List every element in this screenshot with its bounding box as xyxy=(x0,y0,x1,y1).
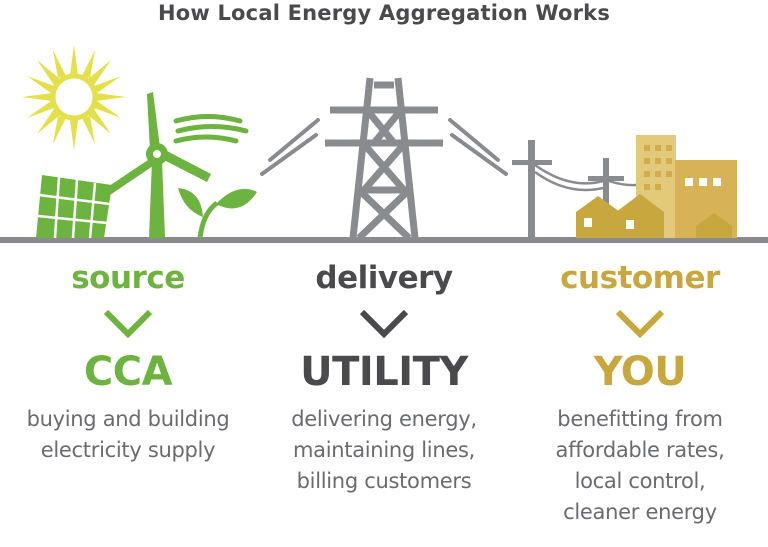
energy-illustration xyxy=(0,45,768,243)
description-line: delivering energy, xyxy=(291,407,477,431)
role-description: buying and building electricity supply xyxy=(0,404,256,466)
wind-icon xyxy=(173,114,249,144)
description-line: cleaner energy xyxy=(563,500,717,524)
column-customer: customer YOU benefitting from affordable… xyxy=(512,258,768,528)
column-delivery: delivery UTILITY delivering energy, main… xyxy=(256,258,512,497)
description-line: electricity supply xyxy=(40,438,216,462)
chevron-down-icon xyxy=(359,309,409,338)
stage-label: customer xyxy=(560,260,720,296)
role-description: benefitting from affordable rates, local… xyxy=(512,404,768,528)
page-title: How Local Energy Aggregation Works xyxy=(157,1,611,25)
description-line: maintaining lines, xyxy=(293,438,475,462)
chevron-down-icon xyxy=(103,309,153,338)
wind-turbine-icon xyxy=(106,92,211,238)
description-line: local control, xyxy=(574,469,706,493)
sprout-icon xyxy=(178,188,257,239)
power-lines-icon xyxy=(260,118,508,176)
role-title: YOU xyxy=(593,349,687,395)
description-line: billing customers xyxy=(296,469,472,493)
utility-pole-icon xyxy=(512,140,624,238)
column-source: source CCA buying and building electrici… xyxy=(0,258,256,466)
chevron-down-icon xyxy=(615,309,665,338)
role-title: UTILITY xyxy=(300,349,468,395)
description-line: affordable rates, xyxy=(555,438,725,462)
solar-panel-icon xyxy=(36,175,112,239)
role-title: CCA xyxy=(83,349,173,395)
sun-icon xyxy=(22,45,126,150)
stage-label: source xyxy=(71,260,185,296)
description-line: benefitting from xyxy=(557,407,723,431)
ground-line xyxy=(0,237,768,243)
stage-label: delivery xyxy=(315,260,453,296)
description-line: buying and building xyxy=(26,407,230,431)
role-description: delivering energy, maintaining lines, bi… xyxy=(256,404,512,497)
transmission-tower-icon xyxy=(325,77,443,241)
houses-icon xyxy=(576,194,732,238)
